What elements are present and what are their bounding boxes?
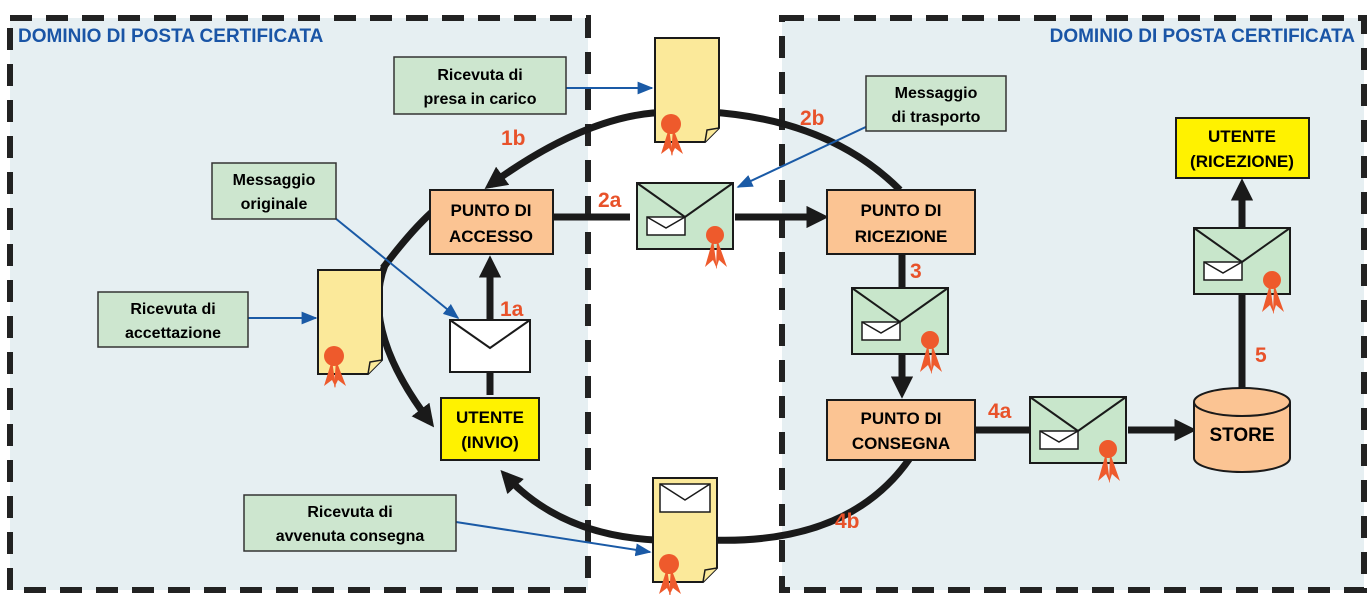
node-utente-invio-line1: UTENTE xyxy=(456,408,524,427)
step-1a-label: 1a xyxy=(500,298,524,321)
node-punto-consegna-line2: CONSEGNA xyxy=(852,434,950,453)
step-1b-label: 1b xyxy=(501,127,526,150)
callout-avvenuta-consegna: Ricevuta di avvenuta consegna xyxy=(243,494,457,552)
flow-arc-2b xyxy=(709,108,903,193)
node-store-label: STORE xyxy=(1209,425,1274,446)
envelope-trasporto-icon xyxy=(636,182,734,270)
step-4b-label: 4b xyxy=(835,510,860,533)
callout-messaggio-trasporto-line2: di trasporto xyxy=(892,109,981,126)
node-punto-ricezione-line2: RICEZIONE xyxy=(855,227,948,246)
step-2b-label: 2b xyxy=(800,107,825,130)
node-utente-ricezione-line2: (RICEZIONE) xyxy=(1190,152,1294,171)
node-punto-accesso: PUNTO DI ACCESSO xyxy=(429,189,554,255)
node-punto-consegna-line1: PUNTO DI xyxy=(861,409,942,428)
callout-avvenuta-consegna-line1: Ricevuta di xyxy=(307,504,392,521)
node-utente-invio: UTENTE (INVIO) xyxy=(440,397,540,461)
flow-arc-4b xyxy=(709,456,913,544)
step-2a-label: 2a xyxy=(598,189,622,212)
node-utente-invio-line2: (INVIO) xyxy=(461,433,519,452)
callout-presa-in-carico-line2: presa in carico xyxy=(424,91,537,108)
domain-title-left: DOMINIO DI POSTA CERTIFICATA xyxy=(18,26,324,47)
node-punto-accesso-line1: PUNTO DI xyxy=(451,201,532,220)
callout-messaggio-originale-line1: Messaggio xyxy=(233,172,316,189)
node-punto-ricezione: PUNTO DI RICEZIONE xyxy=(826,189,976,255)
receipt-avvenuta-consegna-icon xyxy=(652,477,718,595)
callout-avvenuta-consegna-line2: avvenuta consegna xyxy=(276,528,425,545)
node-store: STORE xyxy=(1193,387,1291,473)
envelope-originale-icon xyxy=(449,319,531,373)
callout-messaggio-originale-line2: originale xyxy=(241,196,308,213)
receipt-accettazione-icon xyxy=(317,269,383,389)
node-punto-accesso-line2: ACCESSO xyxy=(449,227,533,246)
step-5-label: 5 xyxy=(1255,344,1267,367)
flow-arrow-4b xyxy=(500,470,656,544)
step-4a-label: 4a xyxy=(988,400,1012,423)
domain-title-right: DOMINIO DI POSTA CERTIFICATA xyxy=(1050,26,1356,47)
callout-messaggio-trasporto: Messaggio di trasporto xyxy=(865,75,1007,132)
callout-messaggio-originale: Messaggio originale xyxy=(211,162,337,220)
callout-messaggio-trasporto-line1: Messaggio xyxy=(895,85,978,102)
receipt-presa-in-carico-icon xyxy=(654,37,720,157)
node-punto-ricezione-line1: PUNTO DI xyxy=(861,201,942,220)
callout-presa-in-carico-line1: Ricevuta di xyxy=(437,67,522,84)
node-punto-consegna: PUNTO DI CONSEGNA xyxy=(826,399,976,461)
pointer-messaggio-originale xyxy=(334,217,460,320)
callout-accettazione-line2: accettazione xyxy=(125,325,221,342)
pointer-messaggio-trasporto xyxy=(736,124,871,188)
node-utente-ricezione: UTENTE (RICEZIONE) xyxy=(1175,117,1310,179)
callout-accettazione: Ricevuta di accettazione xyxy=(97,291,249,348)
step-3-label: 3 xyxy=(910,260,922,283)
callout-accettazione-line1: Ricevuta di xyxy=(130,301,215,318)
node-utente-ricezione-line1: UTENTE xyxy=(1208,127,1276,146)
pointer-avvenuta-consegna xyxy=(455,521,652,557)
callout-presa-in-carico: Ricevuta di presa in carico xyxy=(393,56,567,115)
